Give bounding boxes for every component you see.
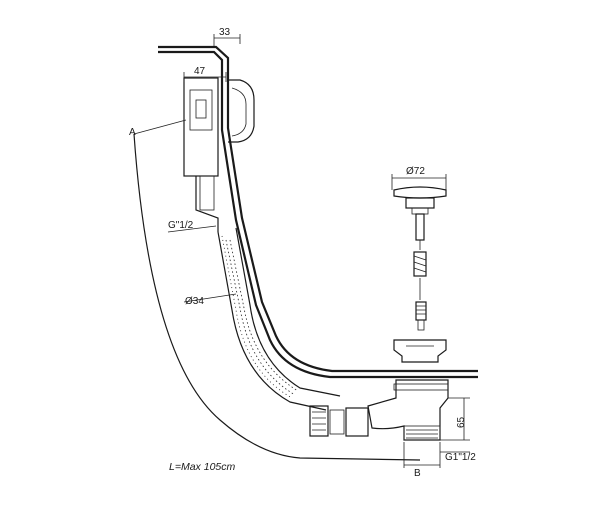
dimension-65-label: 65	[456, 416, 467, 428]
hose-diameter-callout: Ø34	[183, 293, 237, 307]
dimension-33: 33	[213, 27, 241, 46]
dimension-65: 65	[440, 397, 470, 441]
overflow-head	[183, 77, 255, 232]
plug-exploded-view: Ø72	[391, 166, 447, 363]
corrugated-hose	[217, 227, 341, 411]
plug-diameter-label: Ø72	[406, 166, 425, 177]
dimension-47-label: 47	[194, 66, 206, 77]
dimension-33-label: 33	[219, 27, 231, 38]
connector-coupling	[309, 405, 369, 437]
overflow-hose: A	[129, 119, 421, 461]
marker-a: A	[129, 127, 136, 138]
dimension-47: 47	[183, 66, 227, 82]
outlet-thread-callout: G1"1/2	[440, 451, 476, 463]
max-length-note: L=Max 105cm	[169, 461, 235, 473]
marker-b: B	[414, 468, 421, 479]
bathtub-wall-outline	[158, 45, 478, 379]
hose-diameter-label: Ø34	[185, 296, 204, 307]
overflow-thread-label: G"1/2	[168, 220, 194, 231]
outlet-thread-label: G1"1/2	[445, 452, 476, 463]
drain-body: B	[367, 379, 449, 479]
overflow-thread-callout: G"1/2	[167, 220, 217, 233]
